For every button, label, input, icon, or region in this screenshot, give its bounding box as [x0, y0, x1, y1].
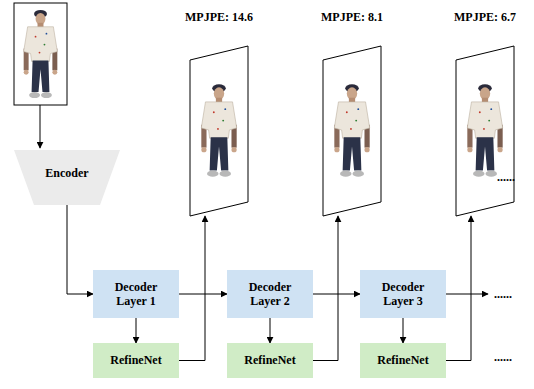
point-cloud-figure [201, 84, 236, 177]
node-label: Decoder Layer 3 [372, 280, 434, 309]
frame-outline [323, 46, 381, 216]
metric-heading: MPJPE: 14.6 [185, 10, 253, 24]
input-arrow [40, 105, 41, 148]
arrow-connector [179, 294, 227, 295]
ellipsis: ...... [497, 170, 515, 185]
node-label: Decoder Layer 1 [105, 280, 167, 309]
refine-box: RefineNet [93, 343, 179, 378]
continuation-arrow [446, 294, 488, 295]
refine-box: RefineNet [360, 343, 446, 378]
node-label: Encoder [45, 166, 88, 180]
node-label: RefineNet [244, 353, 295, 367]
frame-outline [456, 46, 514, 216]
output-frame: MPJPE: 6.7 [456, 46, 514, 216]
output-frame: MPJPE: 8.1 [323, 46, 381, 216]
decoder-box: Decoder Layer 1 [93, 270, 179, 318]
frame-outline [190, 46, 248, 216]
decoder-box: Decoder Layer 2 [227, 270, 313, 318]
arrow-connector [313, 294, 360, 295]
refine-box: RefineNet [227, 343, 313, 378]
node-label: Decoder Layer 2 [239, 280, 301, 309]
arrow-connector [403, 318, 404, 343]
arrow-connector [179, 216, 205, 361]
encoder-trapezoid: Encoder [14, 150, 120, 205]
ellipsis: ...... [494, 350, 512, 365]
node-label: RefineNet [377, 353, 428, 367]
arrow-connector [313, 216, 338, 361]
point-cloud-figure [467, 84, 502, 177]
input-image [14, 3, 67, 105]
ellipsis: ...... [494, 287, 512, 302]
output-frame: MPJPE: 14.6 [190, 46, 248, 216]
metric-heading: MPJPE: 6.7 [454, 10, 516, 24]
node-label: RefineNet [110, 353, 161, 367]
point-cloud-figure [334, 84, 369, 177]
decoder-box: Decoder Layer 3 [360, 270, 446, 318]
metric-heading: MPJPE: 8.1 [321, 10, 383, 24]
arrow-connector [67, 205, 93, 294]
arrow-connector [446, 216, 471, 361]
arrow-connector [270, 318, 271, 343]
arrow-connector [136, 318, 137, 343]
